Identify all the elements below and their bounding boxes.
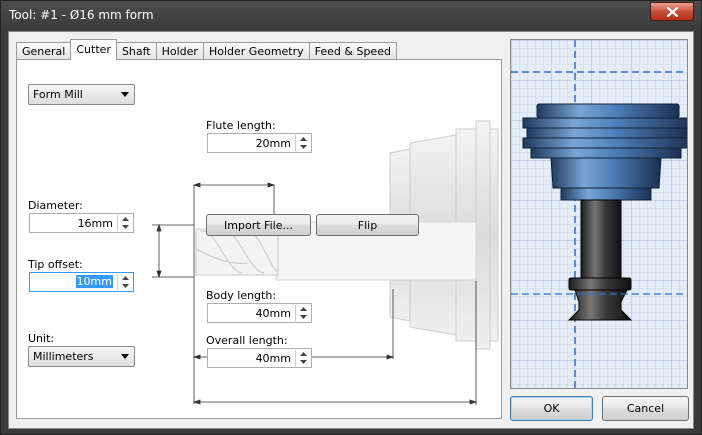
tool-preview-render: [511, 40, 694, 388]
spin-up-icon[interactable]: [118, 274, 132, 282]
flute-length-label: Flute length:: [206, 119, 276, 132]
cutter-type-value: Form Mill: [33, 88, 83, 101]
flute-length-spinner[interactable]: [295, 135, 310, 151]
body-length-label: Body length:: [206, 289, 277, 302]
tab-strip: General Cutter Shaft Holder Holder Geome…: [16, 39, 397, 60]
tip-offset-value: 10mm: [75, 275, 113, 288]
diameter-input[interactable]: 16mm: [29, 213, 134, 233]
preview-cutter: [567, 277, 633, 321]
ok-button[interactable]: OK: [510, 396, 593, 421]
tip-offset-input[interactable]: 10mm: [29, 272, 134, 292]
body-length-spinner[interactable]: [295, 305, 310, 321]
spin-up-icon[interactable]: [118, 215, 132, 223]
spin-down-icon[interactable]: [118, 223, 132, 231]
spin-down-icon[interactable]: [296, 313, 310, 321]
flute-length-value: 20mm: [255, 137, 291, 150]
spin-down-icon[interactable]: [118, 282, 132, 290]
tab-shaft[interactable]: Shaft: [115, 42, 157, 60]
cancel-button[interactable]: Cancel: [602, 396, 689, 421]
overall-length-label: Overall length:: [206, 334, 288, 347]
spin-down-icon[interactable]: [296, 143, 310, 151]
diameter-spinner[interactable]: [117, 215, 132, 231]
tab-feed-speed[interactable]: Feed & Speed: [308, 42, 397, 60]
title-bar[interactable]: Tool: #1 - Ø16 mm form: [1, 1, 701, 31]
import-file-button[interactable]: Import File...: [206, 214, 311, 236]
spin-down-icon[interactable]: [296, 358, 310, 366]
tip-offset-label: Tip offset:: [28, 258, 83, 271]
tip-offset-spinner[interactable]: [117, 274, 132, 290]
tab-general[interactable]: General: [16, 42, 72, 60]
spin-up-icon[interactable]: [296, 135, 310, 143]
dialog-client: General Cutter Shaft Holder Holder Geome…: [8, 31, 694, 429]
overall-length-spinner[interactable]: [295, 350, 310, 366]
body-length-value: 40mm: [255, 307, 291, 320]
diameter-label: Diameter:: [28, 199, 83, 212]
chevron-down-icon: [121, 354, 129, 359]
spin-up-icon[interactable]: [296, 350, 310, 358]
tab-holder[interactable]: Holder: [155, 42, 204, 60]
flute-length-input[interactable]: 20mm: [207, 133, 312, 153]
unit-label: Unit:: [28, 332, 55, 345]
overall-length-input[interactable]: 40mm: [207, 348, 312, 368]
tab-cutter[interactable]: Cutter: [70, 39, 117, 60]
window-title: Tool: #1 - Ø16 mm form: [9, 8, 154, 22]
preview-shaft: [580, 199, 622, 279]
diameter-value: 16mm: [77, 217, 113, 230]
unit-value: Millimeters: [33, 350, 94, 363]
unit-select[interactable]: Millimeters: [28, 346, 135, 367]
body-length-input[interactable]: 40mm: [207, 303, 312, 323]
preview-holder: [522, 103, 694, 201]
cutter-type-select[interactable]: Form Mill: [28, 84, 135, 105]
tab-holder-geometry[interactable]: Holder Geometry: [202, 42, 310, 60]
flip-button[interactable]: Flip: [316, 214, 419, 236]
overall-length-value: 40mm: [255, 352, 291, 365]
spin-up-icon[interactable]: [296, 305, 310, 313]
close-button[interactable]: [650, 2, 694, 21]
close-icon: [666, 6, 678, 17]
chevron-down-icon: [121, 92, 129, 97]
tool-preview: [510, 39, 694, 389]
